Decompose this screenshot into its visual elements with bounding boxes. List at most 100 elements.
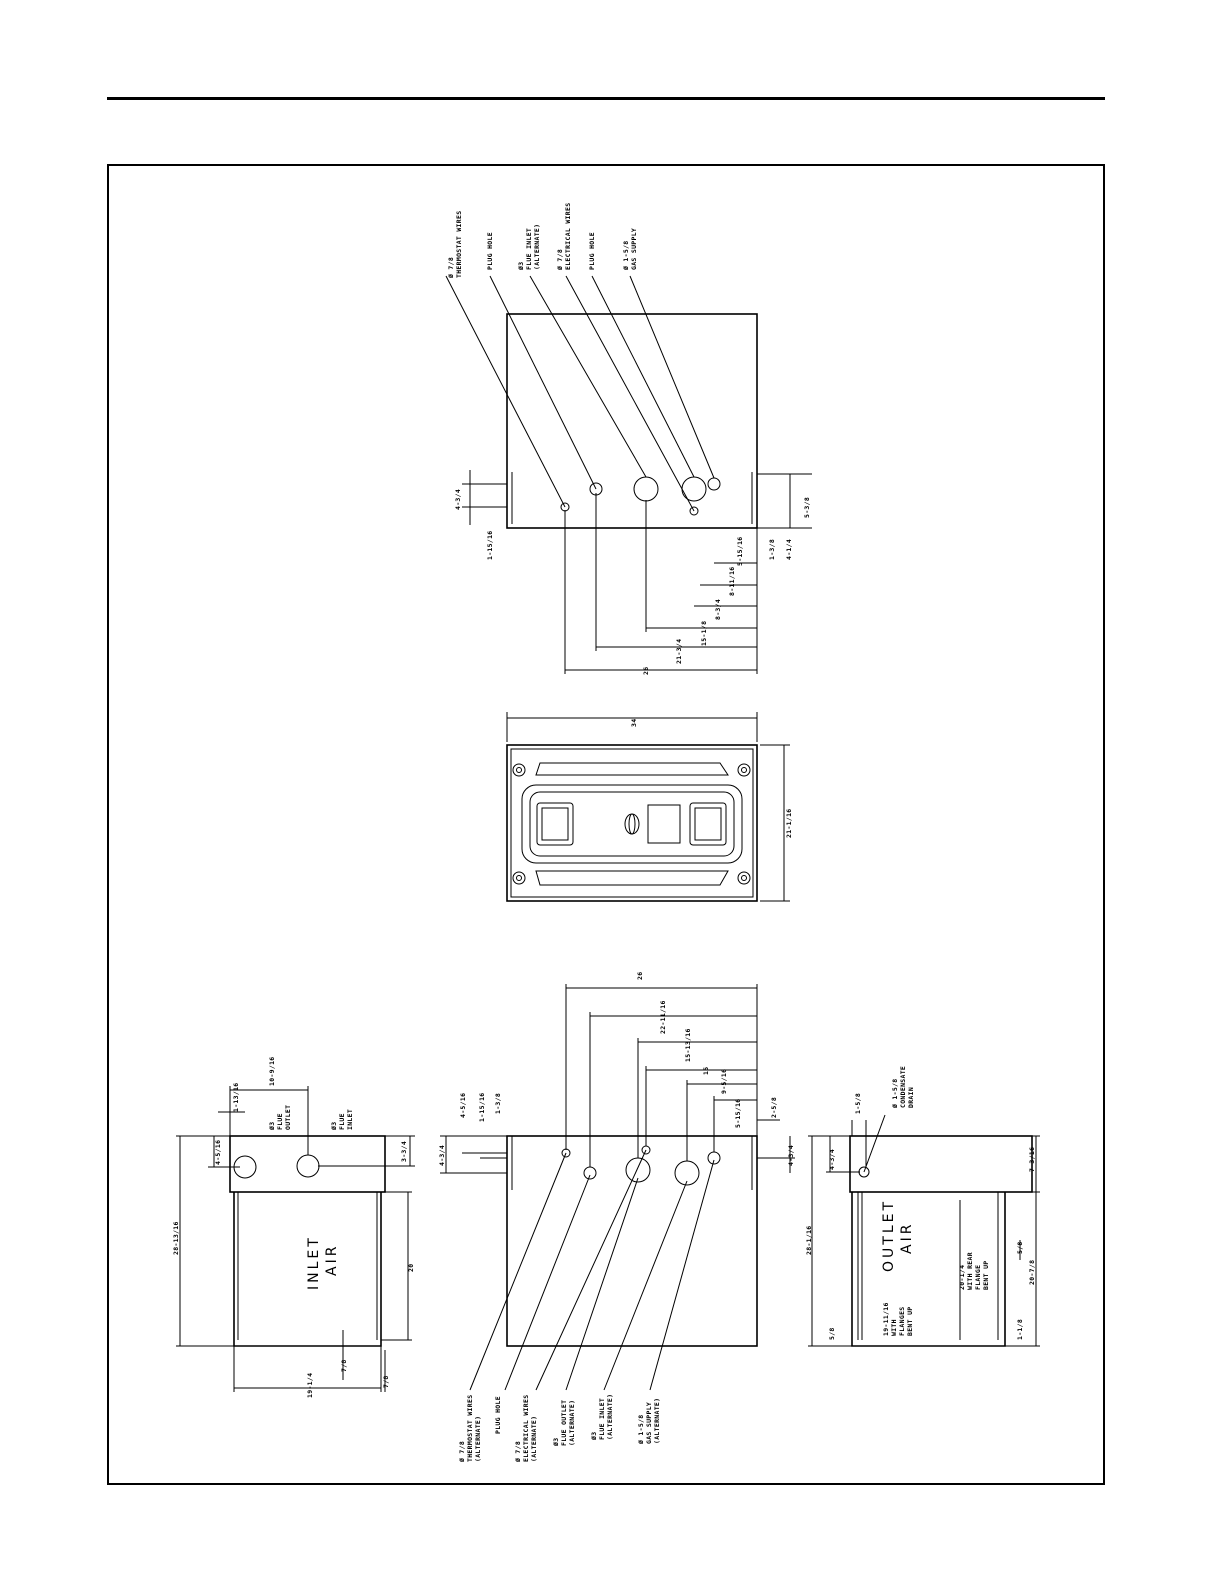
left-dim-3: 3-3/4	[400, 1141, 408, 1162]
front-view: 34 21-1/16	[506, 712, 793, 902]
svg-text:ELECTRICAL WIRES: ELECTRICAL WIRES	[564, 203, 572, 270]
right-label-rear-flange: 20-1/4	[958, 1265, 966, 1290]
left-dim-4: 28-13/16	[172, 1221, 180, 1255]
svg-text:FLANGE: FLANGE	[974, 1265, 982, 1290]
left-dim-1: 1-13/16	[232, 1083, 240, 1113]
svg-text:INLET: INLET	[346, 1109, 354, 1130]
svg-text:(ALTERNATE): (ALTERNATE)	[606, 1394, 614, 1440]
svg-text:FLUE INLET: FLUE INLET	[525, 228, 533, 270]
svg-text:CONDENSATE: CONDENSATE	[899, 1066, 907, 1108]
top-dim-2: 5-3/8	[803, 497, 811, 518]
left-dim-8: 7/8	[382, 1375, 390, 1388]
bottom-callout-thermostat: Ø 7/8	[458, 1441, 466, 1463]
top-callout-plug2: PLUG HOLE	[588, 232, 596, 270]
bottom-callout-electrical: Ø 7/8	[514, 1441, 522, 1463]
plug-hole-2	[681, 476, 707, 502]
right-dim-4: 7-3/16	[1028, 1147, 1036, 1172]
svg-text:OUTLET: OUTLET	[284, 1105, 292, 1130]
svg-text:THERMOSTAT WIRES: THERMOSTAT WIRES	[466, 1395, 474, 1462]
flue-inlet-hole	[633, 476, 659, 502]
top-dim-5: 5-15/16	[736, 537, 744, 567]
outlet-air-label: OUTLET	[881, 1199, 897, 1272]
left-dim-6: 7/8	[340, 1359, 348, 1372]
bottom-dim-0: 26	[636, 972, 644, 980]
svg-text:AIR: AIR	[899, 1222, 915, 1254]
right-view: 1-5/8 4-3/4 28-1/16 5/8 7-3/16 5/8 20-7/…	[805, 1066, 1040, 1347]
top-dim-1: 1-15/16	[486, 531, 494, 561]
svg-text:FLANGES: FLANGES	[898, 1307, 906, 1337]
gas-supply-hole	[707, 477, 721, 491]
right-dim-2: 28-1/16	[805, 1226, 813, 1256]
bottom-dim-6: 2-5/8	[770, 1097, 778, 1118]
left-label-inlet: Ø3	[330, 1122, 338, 1131]
top-dim-7: 8-3/4	[714, 599, 722, 620]
right-dim-6: 20-7/8	[1028, 1260, 1036, 1285]
bottom-dim-3: 15	[702, 1067, 710, 1075]
top-dim-4: 4-1/4	[785, 539, 793, 560]
svg-text:WITH: WITH	[890, 1319, 898, 1336]
front-dim-depth: 21-1/16	[785, 809, 793, 839]
front-dim-width: 34	[630, 719, 638, 727]
top-view-outline	[506, 313, 758, 529]
svg-text:GAS SUPPLY: GAS SUPPLY	[645, 1402, 653, 1444]
svg-text:(ALTERNATE): (ALTERNATE)	[474, 1416, 482, 1462]
top-dim-9: 21-3/4	[675, 639, 683, 664]
right-label-flanges: 19-11/16	[882, 1302, 890, 1336]
left-dim-7: 19-1/4	[306, 1373, 314, 1398]
right-dim-1: 4-3/4	[828, 1149, 836, 1170]
electrical-hole	[689, 506, 699, 516]
top-callout-1: Ø 7/8	[447, 257, 455, 279]
svg-text:(ALTERNATE): (ALTERNATE)	[530, 1416, 538, 1462]
svg-text:GAS SUPPLY: GAS SUPPLY	[630, 228, 638, 270]
bottom-dim-4: 9-5/16	[720, 1069, 728, 1094]
top-dim-3: 1-3/8	[768, 539, 776, 560]
bottom-view: 26 22-11/16 15-13/16 15 9-5/16 5-15/16 2…	[438, 972, 795, 1463]
left-dim-2: 4-5/16	[214, 1140, 222, 1165]
svg-text:(ALTERNATE): (ALTERNATE)	[653, 1398, 661, 1444]
svg-text:FLUE: FLUE	[276, 1113, 284, 1130]
left-dim-5: 20	[407, 1264, 415, 1272]
bottom-dim-2: 15-13/16	[684, 1028, 692, 1062]
front-view-outline	[506, 744, 758, 902]
top-callout-flue: Ø3	[517, 262, 525, 271]
header-rule	[107, 97, 1105, 100]
bottom-dim-1: 22-11/16	[659, 1000, 667, 1034]
svg-text:(ALTERNATE): (ALTERNATE)	[568, 1400, 576, 1446]
drawing-frame	[107, 164, 1105, 1485]
top-dim-10: 26	[642, 667, 650, 675]
svg-text:BENT UP: BENT UP	[982, 1261, 990, 1291]
right-dim-7: 1-1/8	[1016, 1319, 1024, 1340]
left-dim-0: 10-9/16	[268, 1057, 276, 1087]
bottom-callout-flue-inlet: Ø3	[590, 1432, 598, 1441]
bottom-callout-plug: PLUG HOLE	[494, 1396, 502, 1434]
left-label-outlet: Ø3	[268, 1122, 276, 1131]
bottom-dim-10: 4-3/4	[438, 1145, 446, 1166]
svg-text:FLUE: FLUE	[338, 1113, 346, 1130]
left-view: 10-9/16 1-13/16 4-5/16 3-3/4 28-13/16 20…	[172, 1057, 415, 1398]
svg-text:AIR: AIR	[324, 1244, 340, 1276]
bottom-gas-supply	[707, 1151, 721, 1165]
top-callout-plug: PLUG HOLE	[486, 232, 494, 270]
right-label-condensate: Ø 1-5/8	[891, 1079, 899, 1110]
svg-text:(ALTERNATE): (ALTERNATE)	[533, 224, 541, 270]
bottom-dim-11: 4-3/4	[787, 1145, 795, 1166]
bottom-dim-7: 4-5/16	[459, 1093, 467, 1118]
right-view-top	[849, 1135, 1033, 1193]
left-flue-inlet	[296, 1154, 320, 1178]
top-callout-elec: Ø 7/8	[556, 249, 564, 271]
top-callout-gas: Ø 1-5/8	[622, 241, 630, 272]
svg-text:FLUE OUTLET: FLUE OUTLET	[560, 1400, 568, 1446]
right-dim-5: 5/8	[1016, 1241, 1024, 1254]
svg-text:THERMOSTAT WIRES: THERMOSTAT WIRES	[455, 211, 463, 278]
top-dim-6: 8-11/16	[728, 567, 736, 597]
top-dim-8: 15-1/8	[700, 621, 708, 646]
bottom-plug-hole	[583, 1166, 597, 1180]
inlet-air-label: INLET	[306, 1235, 322, 1290]
bottom-callout-gas: Ø 1-5/8	[637, 1415, 645, 1446]
bottom-dim-5: 5-15/16	[734, 1099, 742, 1129]
svg-text:WITH REAR: WITH REAR	[966, 1252, 974, 1290]
bottom-callout-flue-outlet: Ø3	[552, 1438, 560, 1447]
bottom-dim-8: 1-15/16	[478, 1093, 486, 1123]
